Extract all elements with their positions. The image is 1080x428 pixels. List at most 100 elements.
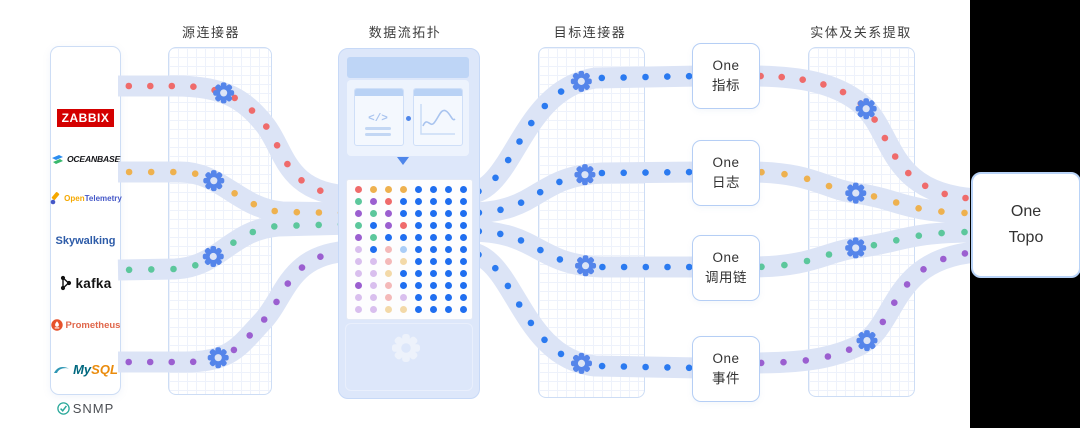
flow-dot (230, 346, 238, 354)
flow-dot (273, 298, 280, 306)
flow-dot (920, 266, 927, 273)
opentelemetry-label: Telemetry (84, 193, 122, 203)
flow-dot (541, 336, 548, 344)
grid-dot (400, 186, 407, 193)
down-arrow-icon (397, 157, 409, 165)
flow-dot (528, 119, 535, 127)
flow-dot (317, 253, 324, 260)
grid-dot (460, 222, 467, 229)
chart-card-titlebar (414, 89, 462, 96)
flow-dot (642, 169, 649, 176)
grid-dot (370, 258, 377, 265)
flow-dot (230, 239, 237, 246)
grid-dot (355, 294, 362, 301)
mysql-icon (53, 365, 70, 374)
flow-dot (941, 190, 948, 198)
flow-dot (515, 301, 523, 308)
grid-dot (385, 246, 392, 253)
flow-dot (903, 281, 911, 288)
snmp-label: SNMP (72, 400, 115, 416)
flow-dot (620, 263, 628, 271)
grid-dot (400, 258, 407, 265)
grid-dot (430, 198, 437, 205)
flow-dot (170, 265, 177, 273)
flow-dot (231, 190, 238, 197)
grid-dot (430, 258, 437, 265)
flow-dot (504, 282, 512, 290)
flow-dot (879, 318, 887, 326)
grid-dot (400, 222, 407, 229)
flow-dot (891, 299, 898, 307)
grid-dot (355, 306, 362, 313)
output-box-topo: One Topo (971, 172, 1080, 278)
flow-dot (146, 358, 154, 366)
flow-dot (537, 246, 544, 254)
flow-dot (497, 206, 504, 214)
grid-dot (430, 306, 437, 313)
flow-dot (685, 364, 693, 372)
grid-dot (370, 186, 377, 193)
grid-dot (385, 270, 392, 277)
kafka-label: kafka (75, 275, 112, 291)
mysql-label: My (73, 361, 92, 377)
flow-dot (189, 358, 197, 366)
gear-icon (855, 98, 877, 120)
opentelemetry-icon (49, 191, 61, 205)
flow-dot (250, 200, 258, 208)
grid-dot (385, 294, 392, 301)
flow-dot (271, 223, 278, 230)
grid-dot (415, 306, 422, 313)
header-target-connectors: 目标连接器 (553, 25, 627, 40)
zabbix-label: ZABBIX (56, 109, 115, 127)
flow-dot (802, 357, 810, 364)
flow-dot (599, 263, 606, 271)
grid-dot (460, 270, 467, 277)
grid-dot (385, 222, 392, 229)
gear-icon (203, 170, 225, 192)
flow-dot (298, 264, 306, 271)
grid-dot (445, 210, 452, 217)
grid-dot (355, 282, 362, 289)
flow-dot (938, 208, 945, 215)
flow-dot (284, 160, 291, 168)
grid-dot (370, 282, 377, 289)
header-entity-extraction: 实体及关系提取 (810, 25, 912, 40)
flow-dot (260, 316, 268, 323)
flow-dot (536, 188, 544, 196)
flow-dot (620, 74, 627, 81)
data-dot-grid (346, 179, 473, 320)
flow-dot (147, 82, 154, 90)
flow-dot (962, 194, 969, 202)
gear-icon (575, 255, 597, 277)
grid-dot (370, 306, 377, 313)
flow-dot (504, 156, 512, 164)
grid-dot (430, 234, 437, 241)
topology-editor-area: </> (347, 80, 469, 156)
logo-zabbix: ZABBIX (51, 105, 120, 131)
flow-band-source-green (117, 213, 353, 281)
grid-dot (370, 210, 377, 217)
gear-icon (574, 164, 596, 186)
grid-dot (460, 186, 467, 193)
grid-dot (430, 222, 437, 229)
logo-prometheus: Prometheus (50, 312, 120, 338)
grid-dot (400, 282, 407, 289)
grid-dot (400, 234, 407, 241)
flow-dot (557, 350, 565, 358)
grid-dot (415, 258, 422, 265)
gear-icon (213, 82, 235, 104)
flow-dot (871, 116, 878, 123)
grid-dot (370, 246, 377, 253)
flow-dot (170, 168, 177, 176)
grid-dot (445, 246, 452, 253)
flow-dot (940, 255, 947, 263)
flow-dot (664, 73, 671, 80)
grid-dot (415, 246, 422, 253)
flow-dot (517, 199, 525, 206)
grid-dot (445, 222, 452, 229)
topology-titlebar (347, 57, 469, 78)
output-box-logs-line1: One (712, 154, 740, 170)
topology-window: </> (338, 48, 480, 399)
